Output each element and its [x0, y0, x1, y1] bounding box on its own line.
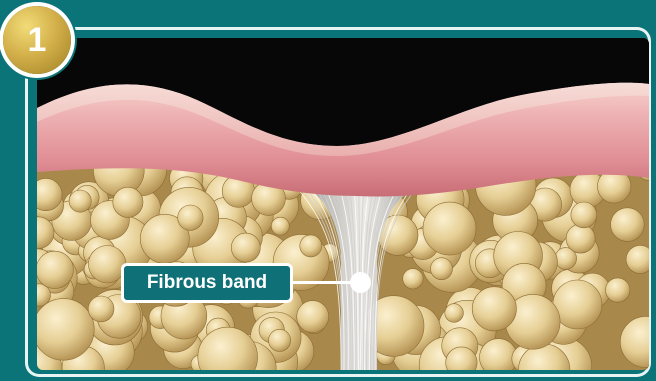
fat-globule — [271, 217, 289, 235]
fat-globule — [423, 202, 476, 255]
fat-globule — [445, 304, 464, 323]
step-number-badge: 1 — [3, 6, 71, 74]
fat-globule — [611, 208, 645, 242]
fibrous-band-label: Fibrous band — [121, 263, 293, 303]
fat-globule — [297, 301, 329, 333]
fat-globule — [431, 258, 453, 280]
step-number: 1 — [28, 23, 47, 57]
fat-globule — [300, 235, 322, 257]
fat-globule — [566, 224, 595, 253]
fat-globule — [37, 251, 73, 288]
fat-globule — [37, 299, 94, 361]
fat-globule — [472, 287, 516, 331]
fat-globule — [88, 296, 114, 322]
fat-globule — [403, 269, 423, 289]
fat-globule — [69, 190, 91, 212]
fat-globule — [231, 233, 260, 262]
fibrous-band-label-text: Fibrous band — [147, 272, 267, 294]
fat-globule — [269, 329, 291, 351]
fat-globule — [571, 202, 597, 228]
fat-globule — [178, 205, 203, 230]
callout-leader-line — [293, 281, 353, 284]
skin-cross-section — [37, 38, 649, 370]
fat-globule — [606, 278, 630, 302]
callout-pointer-dot — [350, 272, 371, 293]
fat-globule — [113, 187, 143, 217]
